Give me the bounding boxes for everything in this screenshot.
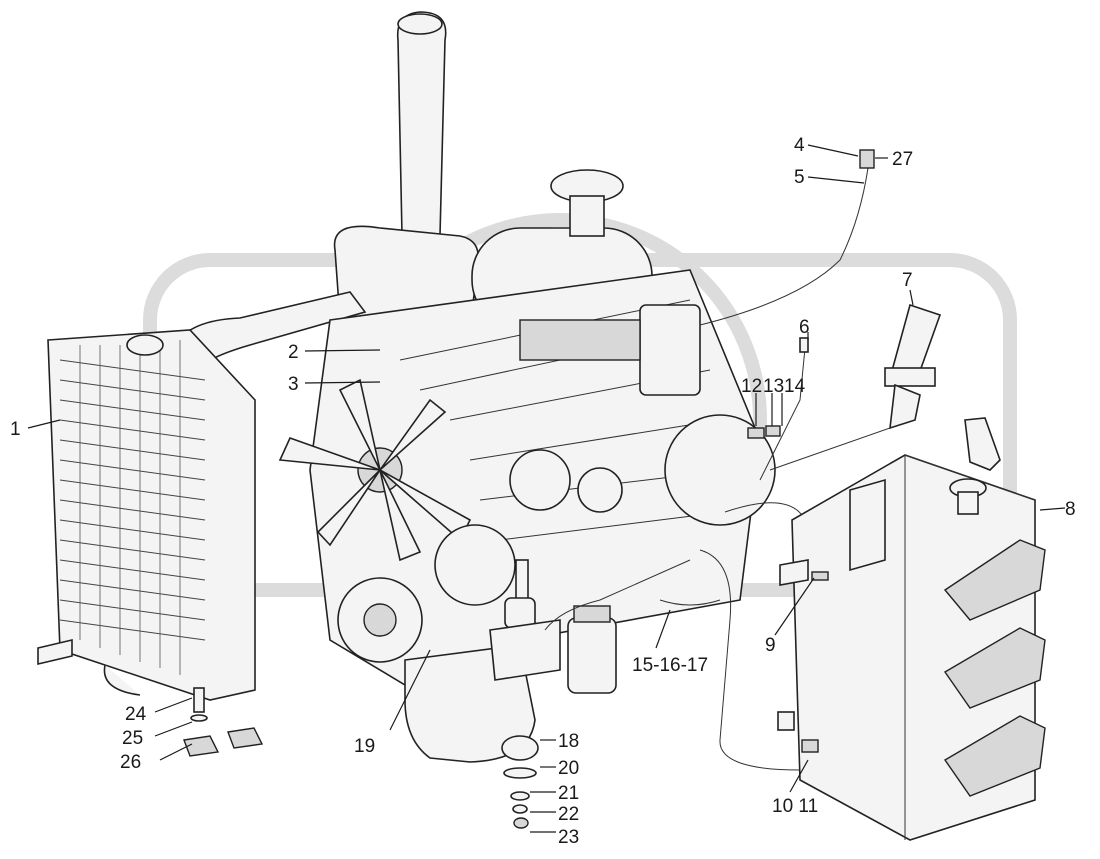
fuel-filter (567, 605, 617, 694)
callout-7: 7 (902, 270, 913, 291)
callout-25: 25 (122, 728, 143, 749)
callout-8: 8 (1065, 499, 1076, 520)
callout-10-11: 10 11 (772, 796, 818, 817)
callout-21: 21 (558, 783, 579, 804)
callout-1: 1 (10, 419, 21, 440)
accelerator-pedal (769, 303, 942, 471)
connectors-12-14 (747, 425, 781, 439)
callout-27: 27 (892, 149, 913, 170)
engine-mount-parts (489, 559, 561, 829)
callout-15-16-17: 15-16-17 (632, 655, 708, 676)
radiator-mount-parts (183, 687, 264, 757)
cable-part-6 (759, 337, 809, 481)
callout-9: 9 (765, 635, 776, 656)
callout-20: 20 (558, 758, 579, 779)
callout-24: 24 (125, 704, 147, 725)
callout-22: 22 (558, 804, 579, 825)
callout-2: 2 (288, 342, 299, 363)
callout-4: 4 (794, 135, 805, 156)
leader-lines (27, 144, 1066, 833)
flywheel-housing (664, 414, 776, 526)
callouts: 1 2 3 4 5 6 7 8 9 10 11 12 13 14 15-16-1… (10, 135, 1076, 848)
cooling-fan (278, 378, 472, 562)
callout-12: 12 (741, 376, 762, 397)
callout-5: 5 (794, 167, 805, 188)
callout-19: 19 (354, 736, 375, 757)
callout-6: 6 (799, 317, 810, 338)
radiator (37, 329, 256, 701)
tank-bracket (779, 559, 829, 586)
callout-3: 3 (288, 374, 299, 395)
engine-block (309, 269, 761, 701)
front-pulley (337, 524, 516, 663)
callout-14: 14 (784, 376, 806, 397)
callout-18: 18 (558, 731, 579, 752)
callout-23: 23 (558, 827, 579, 848)
exhaust-pipe (333, 11, 479, 331)
callout-13: 13 (763, 376, 784, 397)
callout-26: 26 (120, 752, 141, 773)
fuel-tank (777, 417, 1046, 841)
throttle-cable (699, 149, 875, 326)
